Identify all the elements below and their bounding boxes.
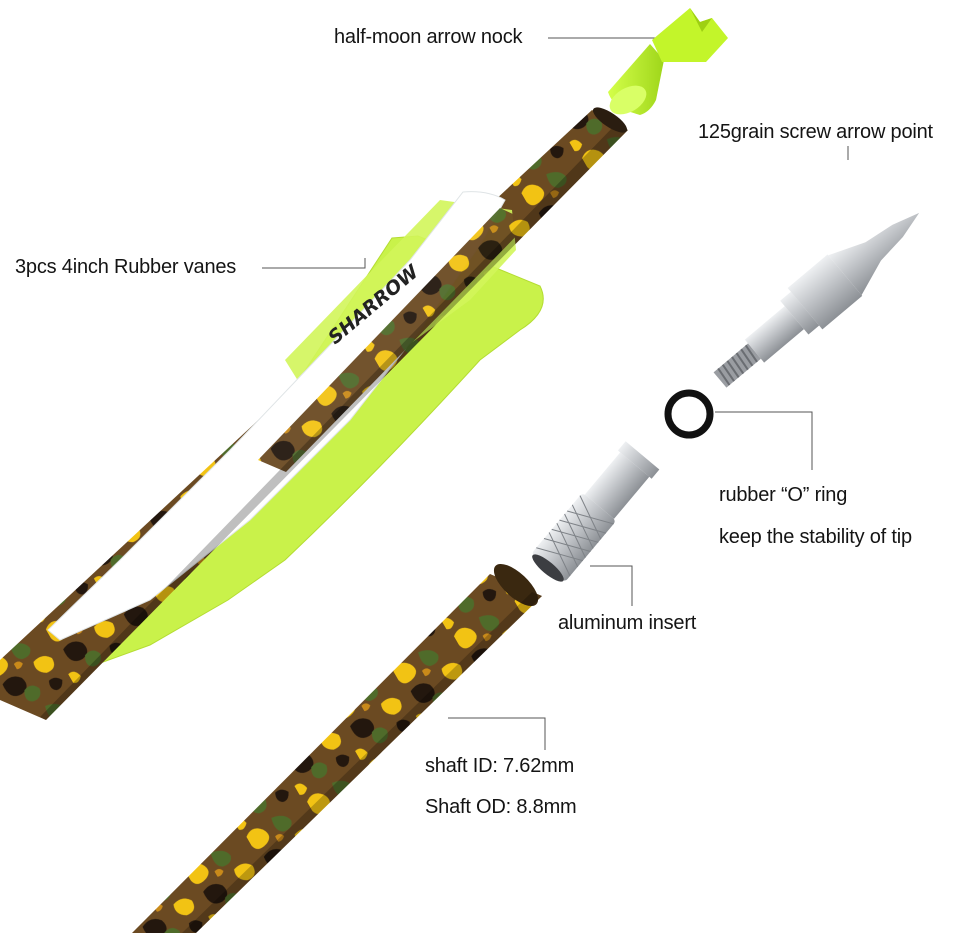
shaft-over-vane (258, 208, 530, 472)
lower-shaft (132, 563, 542, 933)
point-tip (828, 212, 920, 296)
shaft-shadow (40, 110, 628, 720)
aluminum-insert (532, 441, 660, 582)
insert-leader-line (590, 565, 633, 606)
insert-knurled (532, 494, 615, 581)
shaft-id-label: shaft ID: 7.62mm (425, 755, 575, 777)
oring-description: keep the stability of tip (719, 526, 912, 548)
lower-shaft-shadow (182, 592, 542, 933)
vanes-label: 3pcs 4inch Rubber vanes (15, 256, 237, 278)
nock-label: half-moon arrow nock (334, 26, 523, 48)
oring-label: rubber “O” ring (719, 484, 848, 506)
insert-lip (617, 441, 660, 479)
point-shoulder (780, 291, 820, 335)
insert-bore (532, 554, 564, 582)
o-ring-shape (664, 389, 714, 439)
oring-leader-line (715, 411, 813, 470)
lower-shaft-body (132, 574, 542, 933)
shaft-end-upper (592, 107, 628, 133)
nock (608, 8, 728, 115)
shaft-leader-line (448, 717, 546, 750)
o-ring (664, 389, 714, 439)
nock-groove (690, 8, 712, 32)
upper-shaft-assembly: SHARROW (0, 107, 628, 720)
point-body (787, 254, 863, 330)
vanes-leader-line (262, 258, 366, 269)
shaft-od-label: Shaft OD: 8.8mm (425, 796, 577, 818)
insert-sleeve (584, 452, 650, 519)
nock-base (609, 85, 647, 115)
lower-shaft-end (493, 563, 539, 607)
point-collar (744, 306, 804, 363)
arrow-point (713, 212, 920, 388)
point-label: 125grain screw arrow point (698, 121, 933, 143)
nock-head (652, 8, 728, 62)
leader-lines (262, 37, 849, 750)
insert-label: aluminum insert (558, 612, 697, 634)
